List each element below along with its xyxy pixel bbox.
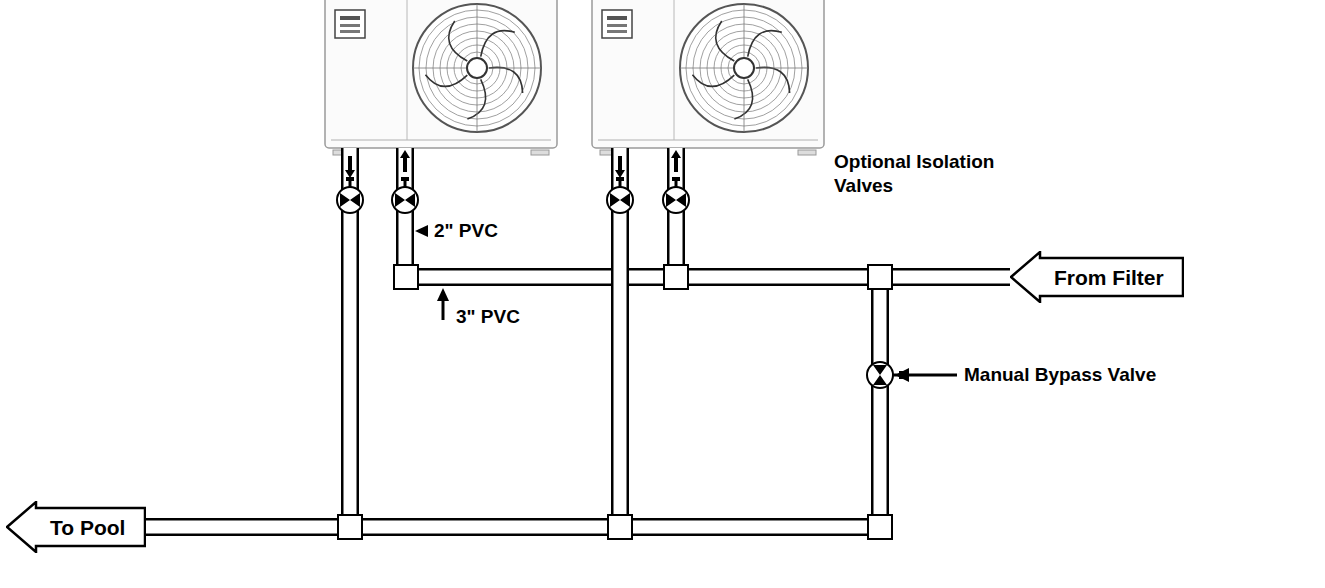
heat-pump-unit (592, 0, 824, 155)
pipe-run (146, 277, 1010, 527)
ball-valve (337, 177, 363, 213)
callout-label: Optional Isolation Valves (832, 150, 1026, 198)
callout-label: Manual Bypass Valve (962, 363, 1158, 387)
arrow-label: To Pool (50, 517, 146, 538)
pipes (350, 148, 882, 529)
flow-arrow (345, 156, 355, 178)
leader-arrows (415, 225, 957, 382)
callout-label: 2" PVC (432, 219, 500, 243)
flow-arrow (400, 150, 410, 172)
heat-pump-units (325, 0, 824, 155)
arrow-label: From Filter (1054, 267, 1184, 288)
ball-valve (663, 177, 689, 213)
ball-valve (392, 177, 418, 213)
fittings (337, 150, 903, 539)
ball-valve (607, 177, 633, 213)
flow-arrow-box: From Filter (1010, 251, 1184, 303)
flow-arrow (615, 156, 625, 178)
heat-pump-unit (325, 0, 557, 155)
flow-arrow (671, 150, 681, 172)
callout-label: 3" PVC (454, 305, 522, 329)
flow-arrow-box: To Pool (6, 501, 146, 553)
